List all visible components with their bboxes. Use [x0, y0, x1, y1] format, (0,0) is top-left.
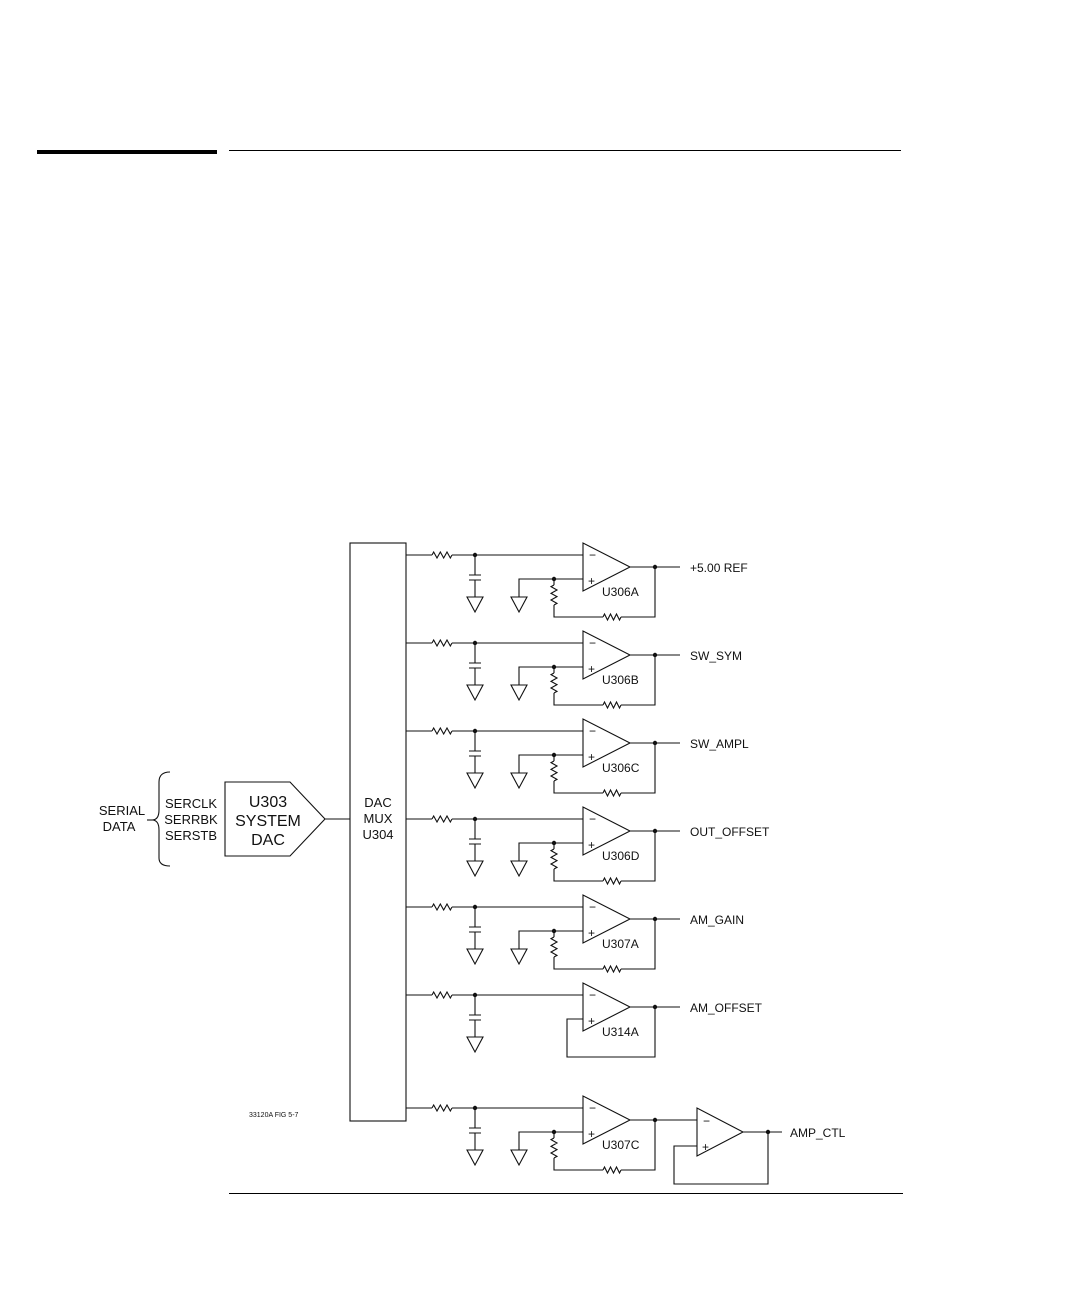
opamp-minus: − [589, 900, 596, 914]
noninv-resistor [551, 1138, 557, 1158]
noninv-wire [519, 843, 583, 861]
dac-label-line1: U303 [249, 794, 287, 811]
output-label: OUT_OFFSET [690, 825, 770, 839]
output-label: SW_AMPL [690, 737, 749, 751]
opamp-plus: + [588, 838, 595, 852]
output-label: AM_GAIN [690, 913, 744, 927]
opamp-plus: + [588, 1127, 595, 1141]
feedback-resistor [603, 1167, 621, 1173]
noninv-resistor [551, 673, 557, 693]
ground-symbol [467, 861, 483, 876]
noninv-wire [519, 931, 583, 949]
signal-serstb: SERSTB [165, 828, 217, 843]
noninv-wire [519, 1132, 583, 1150]
feedback-wire [554, 1158, 603, 1170]
buffer-minus: − [703, 1114, 710, 1128]
noninv-wire [519, 579, 583, 597]
dac-label-line2: SYSTEM [235, 813, 301, 830]
feedback-wire [554, 605, 603, 617]
filter-capacitor [469, 1108, 481, 1150]
ground-symbol [467, 685, 483, 700]
ground-symbol [467, 949, 483, 964]
input-resistor [432, 816, 452, 822]
ground-symbol [511, 1150, 527, 1165]
output-label: SW_SYM [690, 649, 742, 663]
feedback-resistor [603, 878, 621, 884]
opamp-minus: − [589, 988, 596, 1002]
opamp-minus: − [589, 636, 596, 650]
noninv-resistor [551, 937, 557, 957]
filter-capacitor [469, 555, 481, 597]
opamp-label: U314A [602, 1025, 639, 1039]
dac-label-line3: DAC [251, 832, 285, 849]
input-resistor [432, 728, 452, 734]
input-resistor [432, 904, 452, 910]
noninv-resistor [551, 585, 557, 605]
opamp-label: U306B [602, 673, 639, 687]
opamp-label: U306D [602, 849, 640, 863]
ground-symbol [511, 597, 527, 612]
feedback-wire [554, 693, 603, 705]
opamp-label: U306C [602, 761, 640, 775]
opamp-plus: + [588, 574, 595, 588]
opamp-label: U307C [602, 1138, 640, 1152]
opamp-minus: − [589, 724, 596, 738]
ground-symbol [511, 861, 527, 876]
ground-symbol [467, 1037, 483, 1052]
output-label: AMP_CTL [790, 1126, 846, 1140]
channel-group: − + U306A +5.00 REF − + U306B SW_SYM − + U306C SW_A… [406, 543, 846, 1184]
ground-symbol [511, 773, 527, 788]
noninv-resistor [551, 849, 557, 869]
ground-symbol [467, 597, 483, 612]
buffer-feedback-wire [674, 1132, 768, 1184]
feedback-wire [554, 781, 603, 793]
serial-label-line1: SERIAL [99, 803, 145, 818]
feedback-resistor [603, 790, 621, 796]
serial-label-line2: DATA [103, 819, 136, 834]
filter-capacitor [469, 643, 481, 685]
mux-label-line1: DAC [364, 795, 391, 810]
opamp-plus: + [588, 750, 595, 764]
noninv-wire [519, 667, 583, 685]
feedback-wire [554, 869, 603, 881]
feedback-resistor [603, 614, 621, 620]
feedback-resistor [603, 702, 621, 708]
input-resistor [432, 552, 452, 558]
noninv-wire [519, 755, 583, 773]
mux-label-line2: MUX [364, 811, 393, 826]
input-resistor [432, 1105, 452, 1111]
input-resistor [432, 640, 452, 646]
ground-symbol [511, 685, 527, 700]
ground-symbol [467, 773, 483, 788]
opamp-label: U306A [602, 585, 639, 599]
filter-capacitor [469, 819, 481, 861]
signal-serclk: SERCLK [165, 796, 217, 811]
filter-capacitor [469, 995, 481, 1037]
opamp-minus: − [589, 812, 596, 826]
opamp-label: U307A [602, 937, 639, 951]
opamp-plus: + [588, 662, 595, 676]
noninv-resistor [551, 761, 557, 781]
output-label: AM_OFFSET [690, 1001, 763, 1015]
feedback-resistor [603, 966, 621, 972]
signal-serrbk: SERRBK [164, 812, 218, 827]
opamp-minus: − [589, 1101, 596, 1115]
figure-id: 33120A FIG 5-7 [249, 1112, 299, 1119]
filter-capacitor [469, 731, 481, 773]
opamp-minus: − [589, 548, 596, 562]
filter-capacitor [469, 907, 481, 949]
output-label: +5.00 REF [690, 561, 748, 575]
feedback-wire [554, 957, 603, 969]
mux-label-line3: U304 [362, 827, 393, 842]
opamp-plus: + [588, 1014, 595, 1028]
ground-symbol [511, 949, 527, 964]
buffer-plus: + [702, 1140, 709, 1154]
opamp-plus: + [588, 926, 595, 940]
input-resistor [432, 992, 452, 998]
ground-symbol [467, 1150, 483, 1165]
